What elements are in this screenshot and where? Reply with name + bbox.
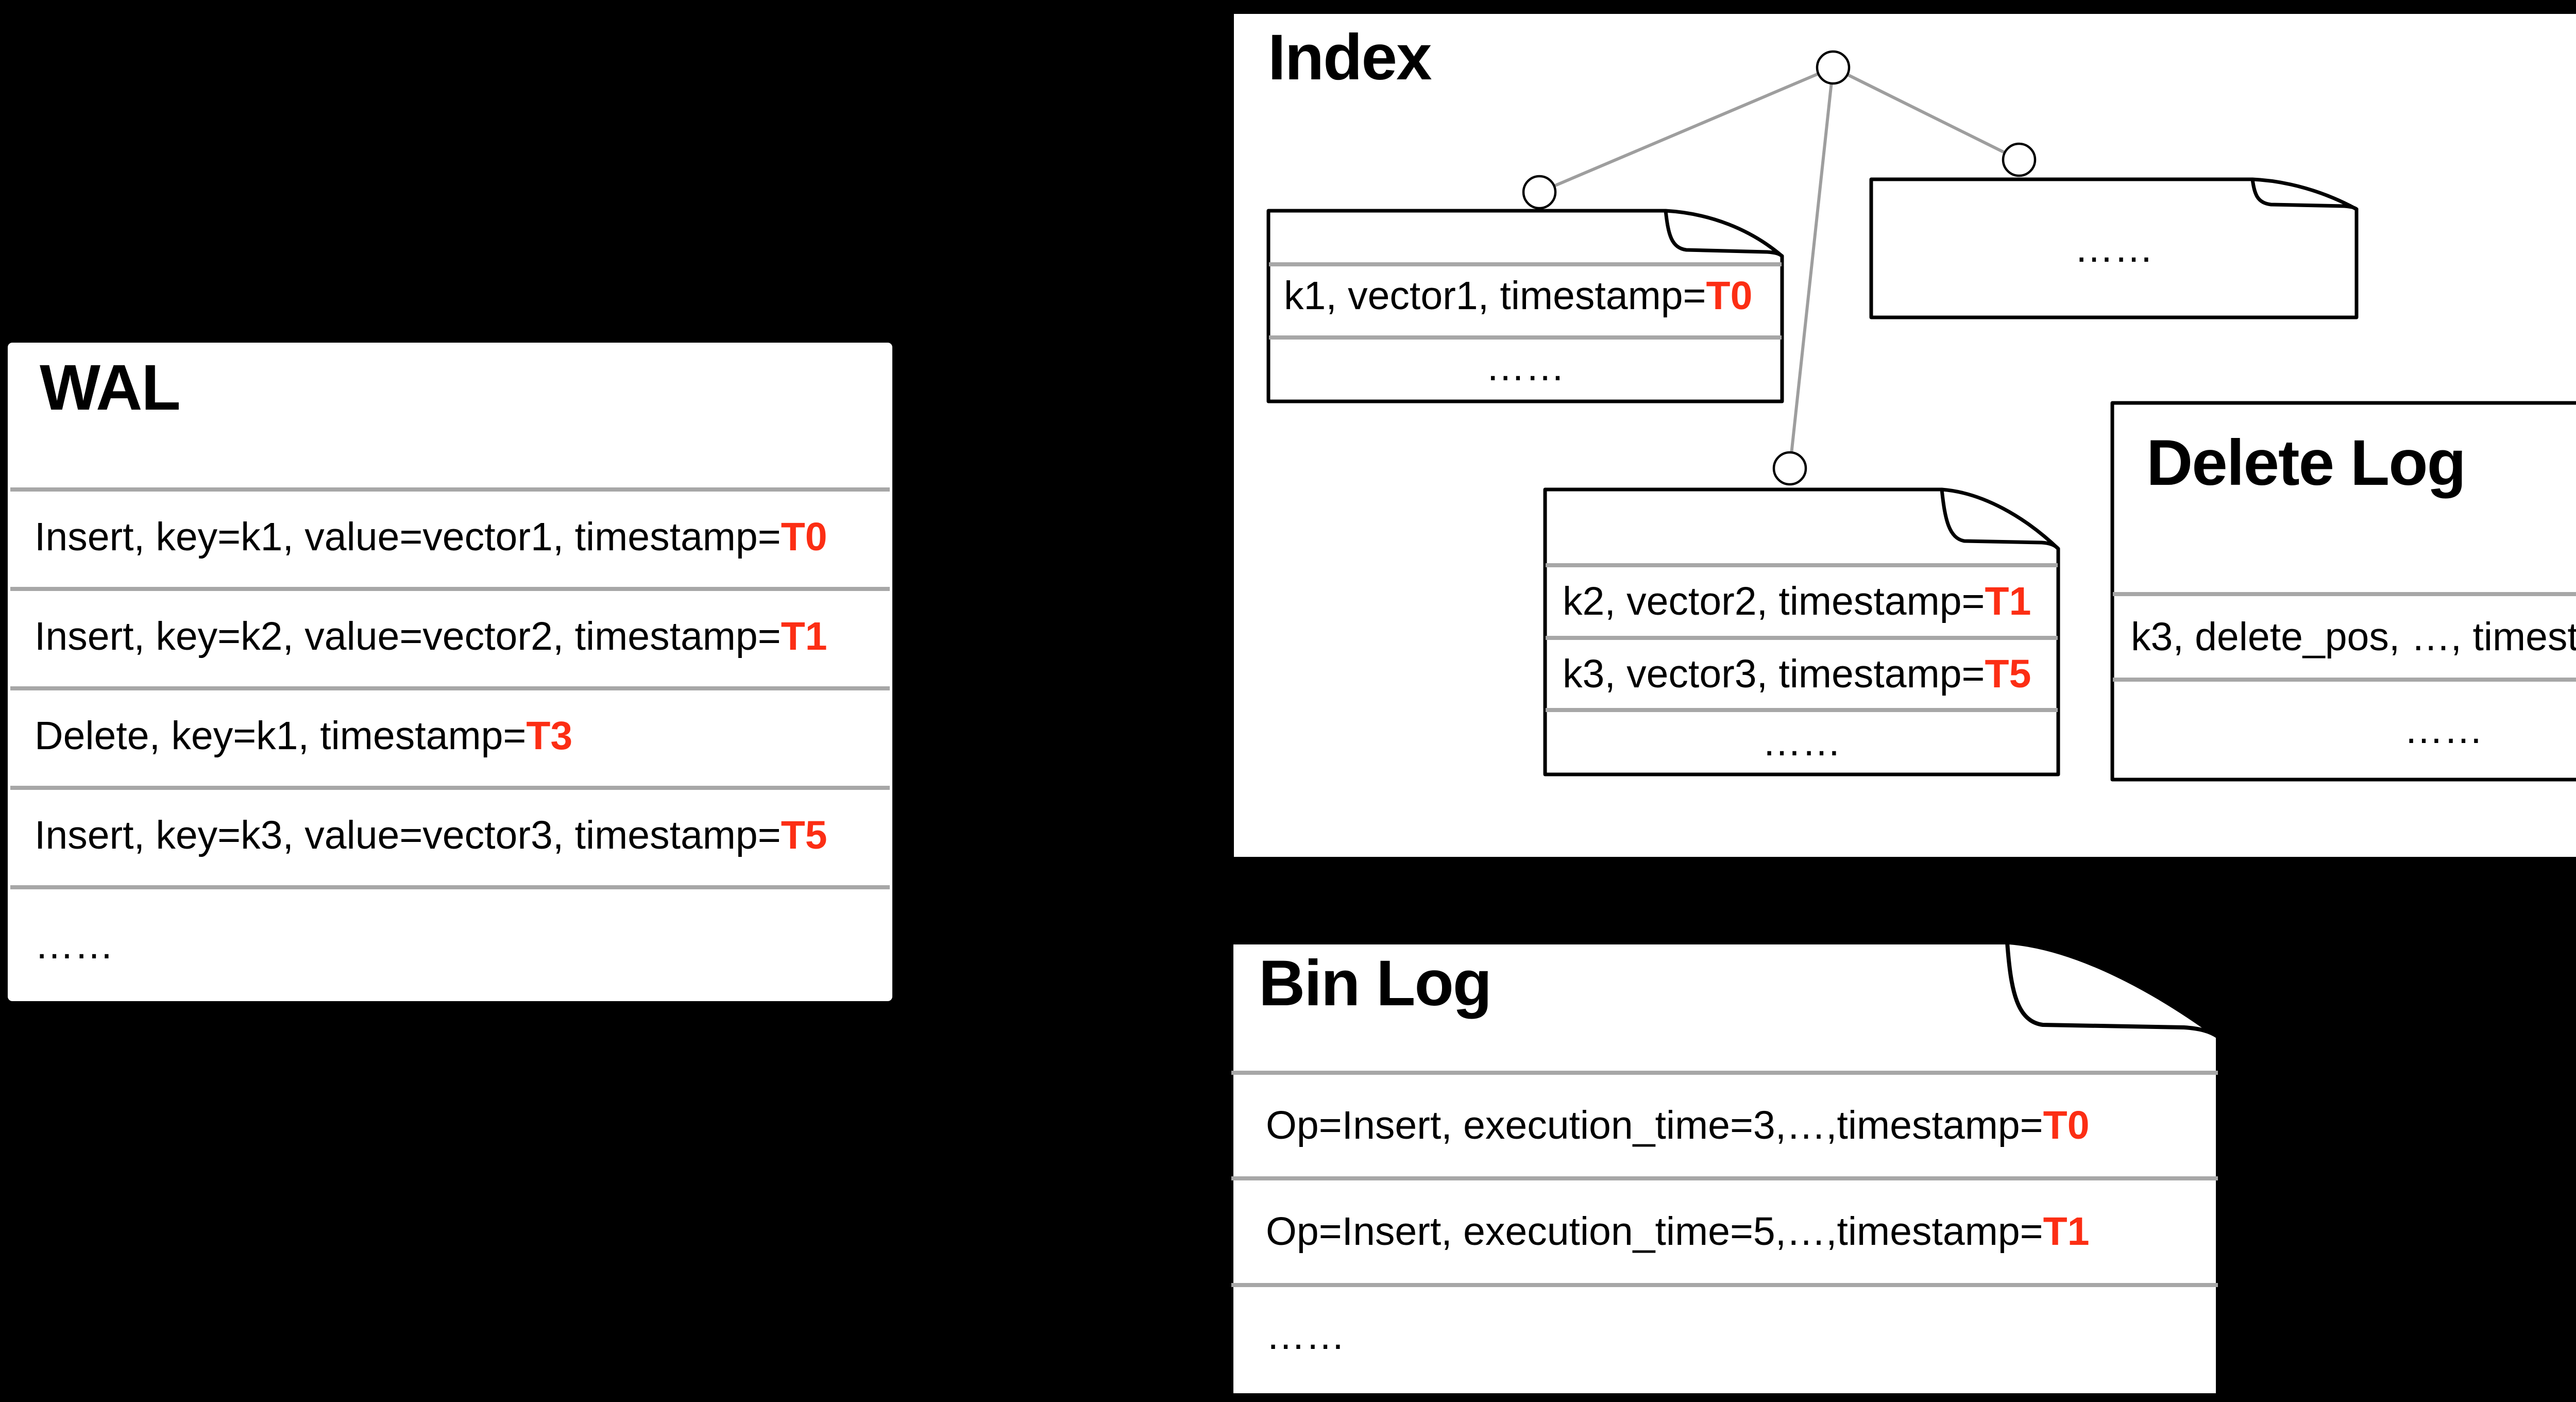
separator xyxy=(10,786,890,790)
row-text: …… xyxy=(2074,226,2154,271)
row-text: …… xyxy=(1762,720,1841,764)
fold-corner-icon xyxy=(1940,487,2060,551)
index-page-b: …… xyxy=(1869,177,2359,319)
separator xyxy=(1546,708,2058,712)
tree-edge xyxy=(1832,66,2020,161)
row-text: …… xyxy=(35,923,114,967)
separator xyxy=(10,587,890,591)
row-text: k3, vector3, timestamp= xyxy=(1563,652,1985,696)
timestamp-value: T5 xyxy=(1985,652,2031,696)
bin-log-row-2: Op=Insert, execution_time=5,…,timestamp=… xyxy=(1266,1190,2090,1273)
page-shape xyxy=(1869,177,2359,319)
row-text: k3, delete_pos, …, timestamp= xyxy=(2131,615,2576,659)
row-text: k2, vector2, timestamp= xyxy=(1563,579,1985,623)
row-text: …… xyxy=(1485,345,1565,389)
page-outline xyxy=(2110,401,2576,782)
separator xyxy=(10,487,890,492)
page-a-row-1: k1, vector1, timestamp=T0 xyxy=(1284,260,1752,332)
tree-node-middle xyxy=(1772,451,1807,486)
bin-log-row-more: …… xyxy=(1266,1294,1345,1377)
bin-log-row-1: Op=Insert, execution_time=3,…,timestamp=… xyxy=(1266,1084,2090,1167)
delete-log-row-more: …… xyxy=(2110,691,2576,768)
fold-corner-icon xyxy=(2005,940,2220,1039)
delete-log-box: Delete Log k3, delete_pos, …, timestamp=… xyxy=(2110,401,2576,782)
wal-row-2: Insert, key=k2, value=vector2, timestamp… xyxy=(35,595,827,678)
wal-row-4: Insert, key=k3, value=vector3, timestamp… xyxy=(35,794,827,876)
separator xyxy=(1269,335,1782,340)
separator xyxy=(1231,1176,2218,1180)
tree-edge xyxy=(1538,66,1834,194)
separator xyxy=(10,686,890,690)
delete-log-title: Delete Log xyxy=(2146,427,2466,499)
timestamp-value: T5 xyxy=(781,813,827,857)
separator xyxy=(1546,636,2058,640)
row-text: Insert, key=k1, value=vector1, timestamp… xyxy=(35,515,781,559)
page-shape xyxy=(1543,487,2060,776)
page-shape xyxy=(2110,401,2576,782)
tree-node-right xyxy=(2002,142,2037,177)
page-c-row-1: k2, vector2, timestamp=T1 xyxy=(1563,565,2031,637)
separator xyxy=(1546,563,2058,567)
fold-corner-icon xyxy=(2250,177,2359,211)
row-text: Delete, key=k1, timestamp= xyxy=(35,714,527,758)
page-b-row-more: …… xyxy=(1869,212,2359,284)
bin-log-title: Bin Log xyxy=(1259,948,1492,1019)
index-page-a: k1, vector1, timestamp=T0 …… xyxy=(1266,209,1784,403)
index-title: Index xyxy=(1268,22,1432,93)
index-panel: Index k1, vector1, timestamp=T0 …… xyxy=(1234,14,2576,857)
separator xyxy=(1231,1283,2218,1287)
delete-log-row-1: k3, delete_pos, …, timestamp=T3 xyxy=(2131,598,2576,675)
wal-row-3: Delete, key=k1, timestamp=T3 xyxy=(35,695,572,777)
row-text: Op=Insert, execution_time=5,…,timestamp= xyxy=(1266,1209,2043,1254)
timestamp-value: T0 xyxy=(1706,274,1753,318)
tree-node-left xyxy=(1522,175,1557,210)
wal-row-more: …… xyxy=(35,904,114,986)
timestamp-value: T1 xyxy=(2043,1209,2090,1254)
timestamp-value: T1 xyxy=(781,614,827,658)
timestamp-value: T1 xyxy=(1985,579,2031,623)
separator xyxy=(10,885,890,889)
timestamp-value: T0 xyxy=(2043,1103,2090,1147)
wal-row-1: Insert, key=k1, value=vector1, timestamp… xyxy=(35,496,827,578)
wal-title: WAL xyxy=(40,352,181,424)
row-text: k1, vector1, timestamp= xyxy=(1284,274,1706,318)
wal-box: WAL Insert, key=k1, value=vector1, times… xyxy=(5,340,895,1004)
tree-edge xyxy=(1788,67,1835,469)
timestamp-value: T3 xyxy=(526,714,573,758)
timestamp-value: T0 xyxy=(781,515,827,559)
row-text: Insert, key=k3, value=vector3, timestamp… xyxy=(35,813,781,857)
separator xyxy=(1231,1071,2218,1075)
row-text: …… xyxy=(1266,1313,1345,1358)
index-page-c: k2, vector2, timestamp=T1 k3, vector3, t… xyxy=(1543,487,2060,776)
row-text: …… xyxy=(2404,707,2483,752)
separator xyxy=(2113,592,2576,596)
row-text: Op=Insert, execution_time=3,…,timestamp= xyxy=(1266,1103,2043,1147)
page-c-row-more: …… xyxy=(1543,706,2060,778)
page-shape xyxy=(1229,940,2220,1397)
separator xyxy=(1269,262,1782,266)
fold-corner-icon xyxy=(1664,209,1784,258)
row-text: Insert, key=k2, value=vector2, timestamp… xyxy=(35,614,781,658)
bin-log-box: Bin Log Op=Insert, execution_time=3,…,ti… xyxy=(1229,940,2221,1398)
page-c-row-2: k3, vector3, timestamp=T5 xyxy=(1563,638,2031,710)
page-a-row-more: …… xyxy=(1266,333,1784,400)
index-tree xyxy=(1522,50,2037,486)
tree-node-root xyxy=(1816,50,1851,85)
page-shape xyxy=(1266,209,1784,403)
separator xyxy=(2113,678,2576,682)
